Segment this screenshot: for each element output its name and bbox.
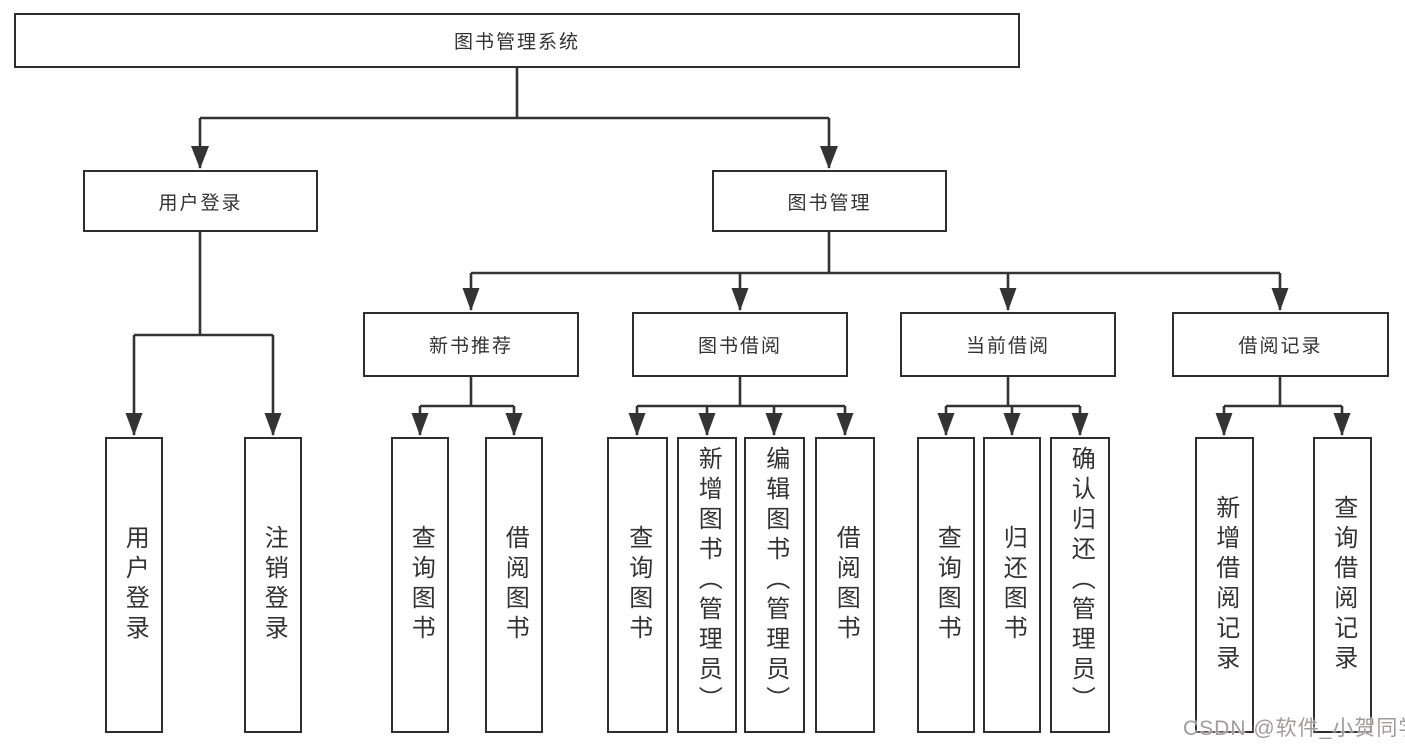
leaf-borrow-edit: 编辑图书（管理员） xyxy=(744,437,805,733)
leaf-record-add-label: 新增借阅记录 xyxy=(1211,495,1239,675)
leaf-logout: 注销登录 xyxy=(244,437,302,733)
leaf-record-query: 查询借阅记录 xyxy=(1313,437,1372,733)
leaf-newbook-borrow: 借阅图书 xyxy=(485,437,543,733)
leaf-borrow-borrow-label: 借阅图书 xyxy=(832,525,860,645)
leaf-current-confirm-label: 确认归还（管理员） xyxy=(1067,446,1095,716)
arrowheads xyxy=(125,146,1351,436)
leaf-current-confirm: 确认归还（管理员） xyxy=(1050,437,1110,733)
node-book-borrow: 图书借阅 xyxy=(632,312,848,377)
leaf-newbook-query: 查询图书 xyxy=(391,437,449,733)
leaf-user-login: 用户登录 xyxy=(105,437,163,733)
node-book-mgmt-label: 图书管理 xyxy=(787,192,872,214)
leaf-borrow-edit-label: 编辑图书（管理员） xyxy=(761,446,789,716)
leaf-user-login-label: 用户登录 xyxy=(121,525,149,645)
leaf-record-add: 新增借阅记录 xyxy=(1195,437,1254,733)
node-user-login-label: 用户登录 xyxy=(158,192,243,214)
leaf-borrow-query-label: 查询图书 xyxy=(624,525,652,645)
node-borrow-record-label: 借阅记录 xyxy=(1238,336,1323,357)
csdn-watermark: CSDN @软件_小贺同学 xyxy=(1183,717,1405,740)
node-current-borrow-label: 当前借阅 xyxy=(965,336,1050,357)
leaf-newbook-query-label: 查询图书 xyxy=(407,525,435,645)
node-book-mgmt: 图书管理 xyxy=(712,170,947,232)
leaf-borrow-add: 新增图书（管理员） xyxy=(677,437,737,733)
node-new-book-rec: 新书推荐 xyxy=(363,312,579,377)
leaf-current-query: 查询图书 xyxy=(917,437,975,733)
leaf-newbook-borrow-label: 借阅图书 xyxy=(501,525,529,645)
leaf-current-query-label: 查询图书 xyxy=(933,525,961,645)
leaf-record-query-label: 查询借阅记录 xyxy=(1329,495,1357,675)
leaf-logout-label: 注销登录 xyxy=(260,525,288,645)
leaf-borrow-borrow: 借阅图书 xyxy=(815,437,875,733)
leaf-current-return: 归还图书 xyxy=(983,437,1041,733)
node-user-login: 用户登录 xyxy=(83,170,318,232)
node-root: 图书管理系统 xyxy=(14,13,1020,68)
node-root-label: 图书管理系统 xyxy=(453,32,580,53)
node-new-book-rec-label: 新书推荐 xyxy=(428,336,513,357)
node-borrow-record: 借阅记录 xyxy=(1172,312,1389,377)
node-current-borrow: 当前借阅 xyxy=(900,312,1116,377)
node-book-borrow-label: 图书借阅 xyxy=(697,336,782,357)
leaf-borrow-add-label: 新增图书（管理员） xyxy=(694,446,722,716)
leaf-borrow-query: 查询图书 xyxy=(607,437,668,733)
leaf-current-return-label: 归还图书 xyxy=(999,525,1027,645)
